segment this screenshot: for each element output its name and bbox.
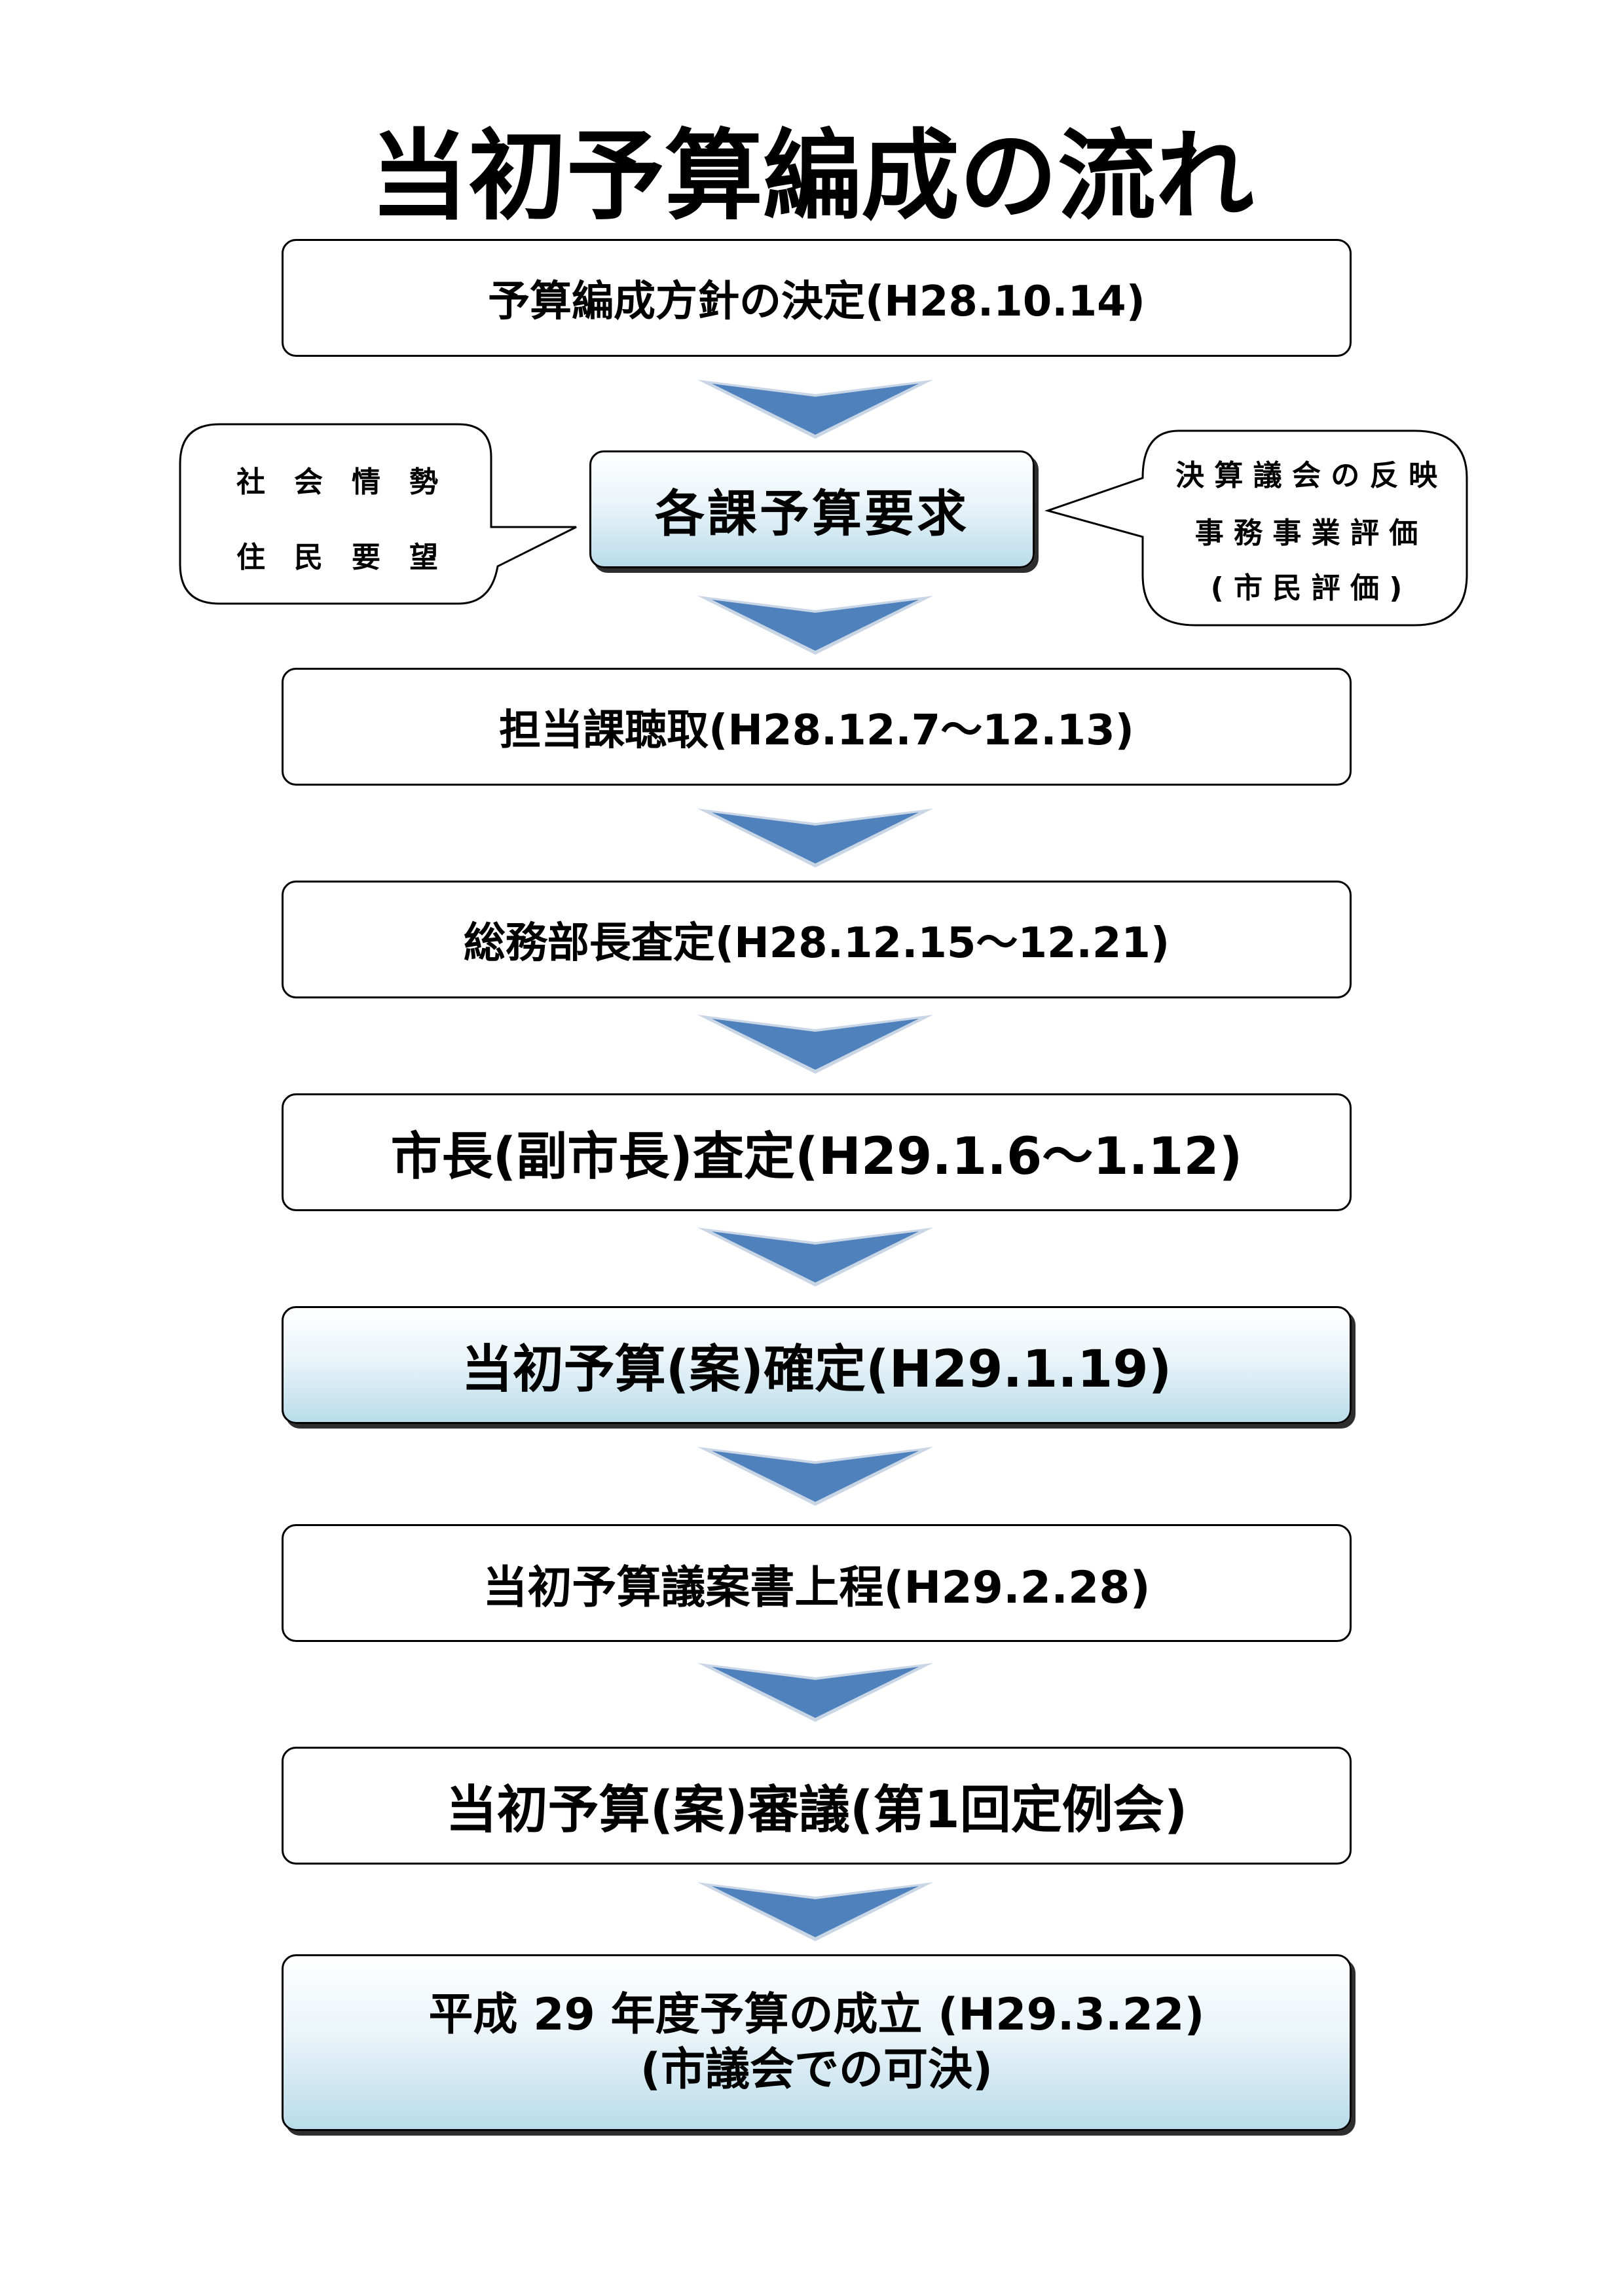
step-general-affairs-assessment: 総務部長査定(H28.12.15～12.21) — [282, 881, 1352, 998]
down-arrow-icon — [697, 1882, 933, 1941]
step-budget-enacted: 平成 29 年度予算の成立 (H29.3.22) (市議会での可決) — [282, 1954, 1352, 2131]
right-bubble-line-1: 決 算 議 会 の 反 映 — [1175, 459, 1437, 492]
step-budget-draft-finalized: 当初予算(案)確定(H29.1.19) — [282, 1306, 1352, 1424]
final-line-2: (市議会での可決) — [640, 2044, 993, 2096]
right-bubble-line-2: 事 務 事 業 評 価 — [1194, 517, 1418, 550]
down-arrow-icon — [697, 1663, 933, 1722]
department-budget-request: 各課予算要求 — [589, 450, 1035, 568]
down-arrow-icon — [697, 1015, 933, 1074]
step-budget-policy: 予算編成方針の決定(H28.10.14) — [282, 239, 1352, 357]
left-bubble-line-1: 社 会 情 勢 — [236, 465, 438, 499]
down-arrow-icon — [697, 809, 933, 867]
down-arrow-icon — [697, 596, 933, 655]
step-bill-submission: 当初予算議案書上程(H29.2.28) — [282, 1524, 1352, 1642]
final-line-1: 平成 29 年度予算の成立 (H29.3.22) — [428, 1989, 1205, 2041]
down-arrow-icon — [697, 380, 933, 439]
step-department-hearing: 担当課聴取(H28.12.7～12.13) — [282, 668, 1352, 786]
down-arrow-icon — [697, 1228, 933, 1286]
step-budget-deliberation: 当初予算(案)審議(第1回定例会) — [282, 1747, 1352, 1865]
down-arrow-icon — [697, 1447, 933, 1506]
speech-bubbles — [179, 423, 1468, 627]
page-title: 当初予算編成の流れ — [369, 120, 1254, 234]
right-speech-bubble — [1044, 429, 1468, 627]
left-bubble-line-2: 住 民 要 望 — [236, 541, 438, 574]
step-mayor-assessment: 市長(副市長)査定(H29.1.6～1.12) — [282, 1093, 1352, 1211]
right-bubble-line-3: ( 市 民 評 価 ) — [1210, 572, 1403, 605]
left-speech-bubble — [179, 423, 577, 605]
